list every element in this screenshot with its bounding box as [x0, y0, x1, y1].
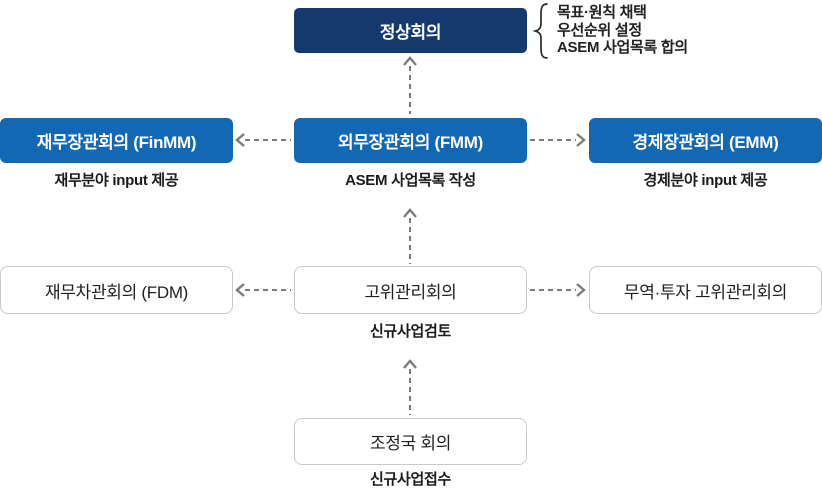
summit-outcome-item: 목표·원칙 채택: [557, 4, 647, 21]
fdm-box: 재무차관회의 (FDM): [0, 266, 233, 314]
som-box: 고위관리회의: [294, 266, 527, 314]
dashed-arrow-fmm-to-summit-icon: [401, 56, 419, 119]
summit-outcomes-list: 목표·원칙 채택 우선순위 설정 ASEM 사업목록 합의: [557, 4, 688, 57]
finmm-box: 재무장관회의 (FinMM): [0, 118, 233, 163]
finmm-label: 재무장관회의 (FinMM): [36, 133, 197, 152]
fmm-caption: ASEM 사업목록 작성: [345, 172, 476, 189]
dashed-arrow-som-to-fmm-icon: [401, 208, 419, 269]
tisom-box: 무역·투자 고위관리회의: [589, 266, 822, 314]
coordinators-box: 조정국 회의: [294, 418, 527, 465]
dashed-arrow-som-to-fdm-icon: [235, 281, 291, 304]
summit-box: 정상회의: [294, 8, 527, 53]
coordinators-caption: 신규사업접수: [369, 471, 451, 488]
finmm-caption: 재무분야 input 제공: [54, 172, 179, 189]
brace-icon: [532, 2, 551, 65]
dashed-arrow-som-to-tisom-icon: [530, 281, 586, 304]
fdm-label: 재무차관회의 (FDM): [44, 282, 189, 302]
som-caption: 신규사업검토: [369, 323, 451, 340]
summit-outcome-item: 우선순위 설정: [557, 21, 642, 39]
dashed-arrow-fmm-to-finmm-icon: [235, 131, 291, 154]
tisom-label: 무역·투자 고위관리회의: [623, 282, 788, 302]
emm-box: 경제장관회의 (EMM): [589, 118, 822, 163]
summit-outcome-item: ASEM 사업목록 합의: [557, 39, 688, 56]
coordinators-label: 조정국 회의: [369, 434, 452, 453]
summit-label: 정상회의: [379, 23, 442, 42]
dashed-arrow-fmm-to-emm-icon: [530, 131, 586, 154]
emm-caption: 경제분야 input 제공: [643, 172, 768, 189]
fmm-label: 외무장관회의 (FMM): [338, 133, 483, 152]
fmm-box: 외무장관회의 (FMM): [294, 118, 527, 163]
som-label: 고위관리회의: [364, 282, 457, 302]
emm-label: 경제장관회의 (EMM): [632, 133, 779, 152]
dashed-arrow-coord-to-som-icon: [401, 359, 419, 420]
